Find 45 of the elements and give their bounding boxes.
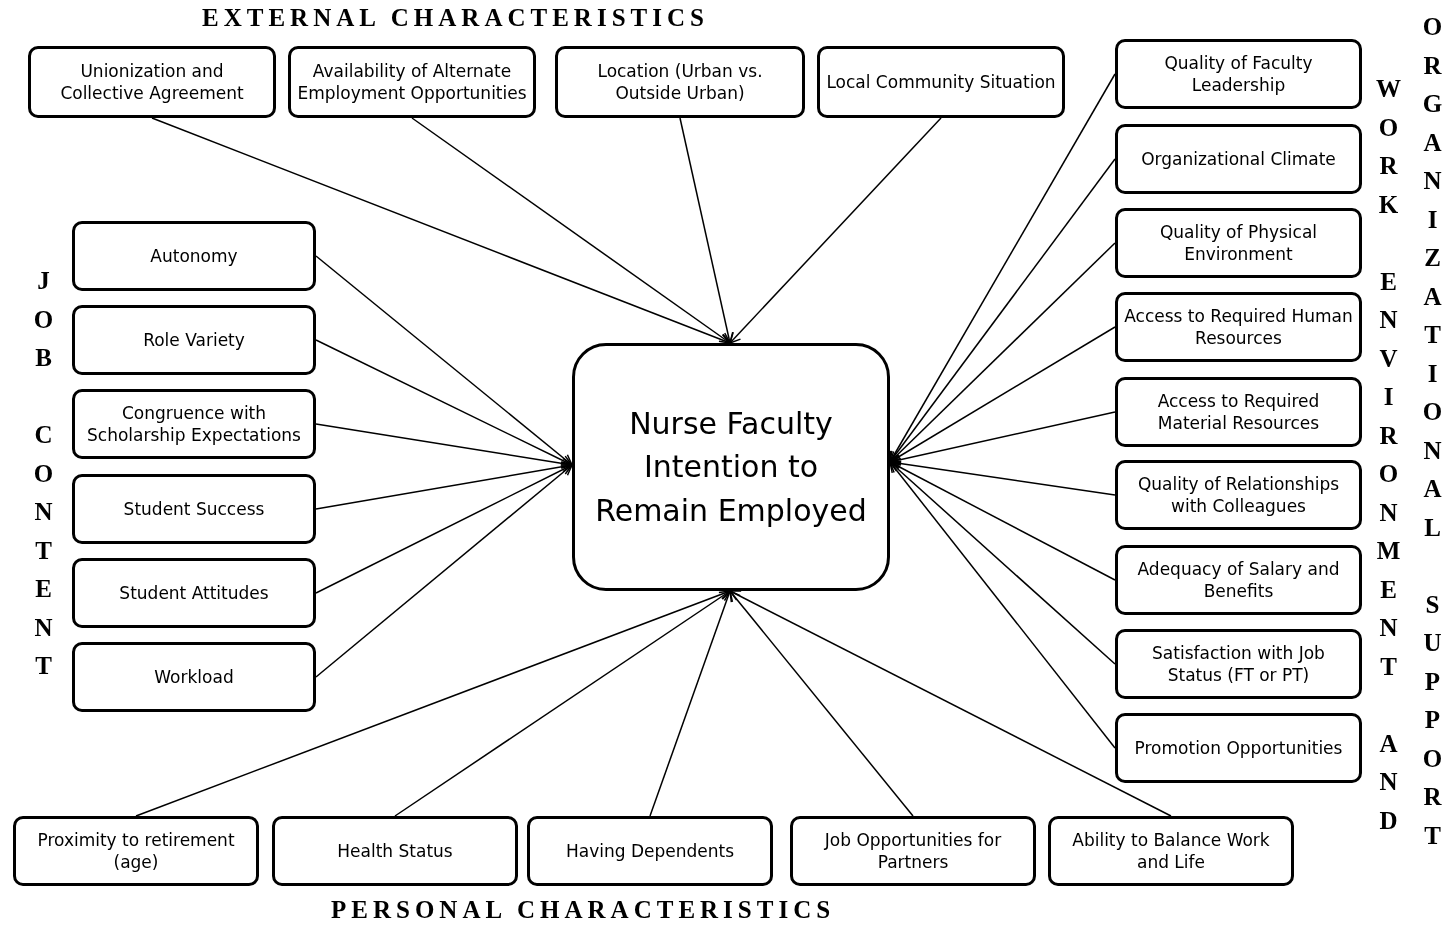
factor-box: Access to Required Human Resources (1115, 292, 1362, 362)
factor-box: Unionization and Collective Agreement (28, 46, 276, 118)
factor-box: Quality of Physical Environment (1115, 208, 1362, 278)
factor-box: Local Community Situation (817, 46, 1065, 118)
outcome-box: Nurse Faculty Intention to Remain Employed (572, 343, 890, 591)
factor-box: Job Opportunities for Partners (790, 816, 1036, 886)
arrow (411, 117, 731, 344)
arrow (315, 255, 573, 466)
factor-box: Availability of Alternate Employment Opportunities (288, 46, 536, 118)
arrow (679, 117, 734, 344)
factor-box: Quality of Relationships with Colleagues (1115, 460, 1362, 530)
factor-box: Having Dependents (527, 816, 773, 886)
factor-box: Ability to Balance Work and Life (1048, 816, 1294, 886)
arrow (889, 461, 1116, 665)
factor-box: Workload (72, 642, 316, 712)
group-heading: WORK ENVIRONMENT AND (1376, 74, 1401, 836)
factor-box: Organizational Climate (1115, 124, 1362, 194)
factor-box: Health Status (272, 816, 518, 886)
factor-box: Student Success (72, 474, 316, 544)
factor-box: Adequacy of Salary and Benefits (1115, 545, 1362, 615)
group-heading: EXTERNAL CHARACTERISTICS (202, 4, 709, 32)
group-heading: ORGANIZATIONAL SUPPORT (1421, 12, 1444, 851)
arrow (889, 461, 1116, 749)
factor-box: Congruence with Scholarship Expectations (72, 389, 316, 459)
arrow (889, 461, 1116, 581)
arrow (729, 117, 942, 344)
arrow (729, 590, 1172, 817)
arrow (649, 590, 733, 817)
arrow (315, 339, 573, 466)
arrow (394, 590, 731, 817)
factor-box: Satisfaction with Job Status (FT or PT) (1115, 629, 1362, 699)
factor-box: Access to Required Material Resources (1115, 377, 1362, 447)
factor-box: Location (Urban vs. Outside Urban) (555, 46, 805, 118)
factor-box: Role Variety (72, 305, 316, 375)
factor-box: Student Attitudes (72, 558, 316, 628)
arrow (315, 464, 573, 594)
arrow (315, 464, 573, 678)
arrow (889, 326, 1116, 463)
arrow (729, 590, 914, 817)
factor-box: Proximity to retirement (age) (13, 816, 259, 886)
group-heading: PERSONAL CHARACTERISTICS (331, 896, 836, 924)
factor-box: Promotion Opportunities (1115, 713, 1362, 783)
factor-box: Autonomy (72, 221, 316, 291)
factor-box: Quality of Faculty Leadership (1115, 39, 1362, 109)
group-heading: JOB CONTENT (32, 266, 55, 681)
